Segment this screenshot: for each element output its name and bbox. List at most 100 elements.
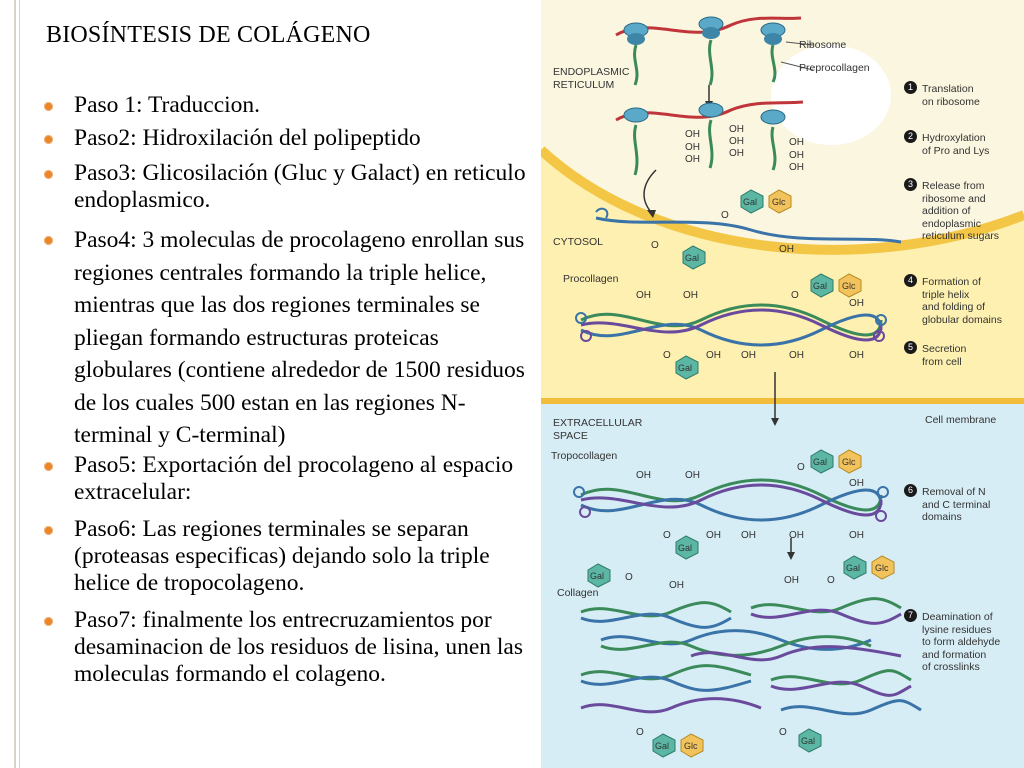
step-number-5: 5 xyxy=(904,341,917,354)
svg-text:OH: OH xyxy=(789,350,804,361)
step-item-3: Paso3: Glicosilación (Gluc y Galact) en … xyxy=(44,160,534,214)
step-number-2: 2 xyxy=(904,130,917,143)
svg-text:OH: OH xyxy=(669,580,684,591)
step-text: Paso5: Exportación del procolageno al es… xyxy=(74,451,514,505)
bullet-icon xyxy=(44,170,53,179)
svg-text:OH: OH xyxy=(685,470,700,481)
svg-text:Gal: Gal xyxy=(678,363,692,373)
step-item-7: Paso7: finalmente los entrecruzamientos … xyxy=(44,607,534,688)
svg-text:O: O xyxy=(663,530,671,541)
svg-text:OH: OH xyxy=(789,150,804,161)
svg-text:OH: OH xyxy=(706,530,721,541)
svg-text:O: O xyxy=(636,727,644,738)
step-item-5: Paso5: Exportación del procolageno al es… xyxy=(44,452,534,506)
svg-text:Glc: Glc xyxy=(842,281,856,291)
step-item-2: Paso2: Hidroxilación del polipeptido xyxy=(44,125,534,152)
figure-step-4: Formation of triple helix and folding of… xyxy=(922,276,1002,326)
procollagen-triple-helix: OH OH O Gal Glc OH O OH OH OH OH Gal xyxy=(575,273,887,380)
white-overlay xyxy=(771,45,891,145)
svg-text:O: O xyxy=(663,350,671,361)
bullet-icon xyxy=(44,135,53,144)
svg-text:OH: OH xyxy=(789,530,804,541)
ribosome-label: Ribosome xyxy=(799,39,847,51)
step-text: Paso 1: Traduccion. xyxy=(74,92,261,118)
bullet-icon xyxy=(44,102,53,111)
ribosome-row-1 xyxy=(615,16,814,86)
svg-text:Gal: Gal xyxy=(685,253,699,263)
svg-text:OH: OH xyxy=(685,142,700,153)
step-text: Paso4: 3 moleculas de procolageno enroll… xyxy=(74,227,525,448)
svg-text:Gal: Gal xyxy=(655,741,669,751)
slide-border xyxy=(14,0,16,768)
er-membrane xyxy=(541,146,1024,255)
svg-text:O: O xyxy=(651,240,659,251)
svg-text:Gal: Gal xyxy=(743,197,757,207)
figure-step-6: Removal of N and C terminal domains xyxy=(922,486,991,523)
bullet-icon xyxy=(44,236,53,245)
svg-text:Gal: Gal xyxy=(590,571,604,581)
svg-text:OH: OH xyxy=(849,530,864,541)
step-item-1: Paso 1: Traduccion. xyxy=(44,92,534,119)
step-number-3: 3 xyxy=(904,178,917,191)
svg-text:OH: OH xyxy=(789,137,804,148)
svg-text:OH: OH xyxy=(685,129,700,140)
step-number-1: 1 xyxy=(904,81,917,94)
step-text: Paso6: Las regiones terminales se separa… xyxy=(74,515,490,596)
figure-step-5: Secretion from cell xyxy=(922,343,967,368)
steps-list: Paso 1: Traduccion. Paso2: Hidroxilación… xyxy=(44,92,534,688)
svg-text:Glc: Glc xyxy=(772,197,786,207)
bullet-icon xyxy=(44,616,53,626)
svg-text:Gal: Gal xyxy=(846,563,860,573)
collagen-label: Collagen xyxy=(557,587,599,599)
svg-text:OH: OH xyxy=(849,298,864,309)
cell-membrane-label: Cell membrane xyxy=(925,414,997,426)
er-label: ENDOPLASMIC RETICULUM xyxy=(553,66,630,91)
step-item-6: Paso6: Las regiones terminales se separa… xyxy=(44,516,534,597)
svg-text:Gal: Gal xyxy=(813,457,827,467)
svg-text:OH: OH xyxy=(784,575,799,586)
procollagen-strand: O Gal Glc O Gal OH xyxy=(595,189,902,270)
svg-text:O: O xyxy=(827,575,835,586)
svg-text:OH: OH xyxy=(849,478,864,489)
svg-text:OH: OH xyxy=(741,350,756,361)
svg-text:OH: OH xyxy=(789,162,804,173)
bullet-icon xyxy=(44,525,53,535)
figure-step-7: Deamination of lysine residues to form a… xyxy=(922,611,1001,673)
svg-text:OH: OH xyxy=(636,470,651,481)
svg-text:OH: OH xyxy=(706,350,721,361)
bullet-icon xyxy=(44,461,53,471)
svg-text:OH: OH xyxy=(849,350,864,361)
svg-text:OH: OH xyxy=(729,136,744,147)
svg-text:O: O xyxy=(797,462,805,473)
figure-step-2: Hydroxylation of Pro and Lys xyxy=(922,132,990,157)
svg-text:Gal: Gal xyxy=(678,543,692,553)
tropocollagen-label: Tropocollagen xyxy=(551,450,618,462)
figure-step-1: Translation on ribosome xyxy=(922,83,980,108)
step-number-7: 7 xyxy=(904,609,917,622)
svg-text:O: O xyxy=(721,210,729,221)
svg-text:OH: OH xyxy=(683,290,698,301)
svg-text:OH: OH xyxy=(685,154,700,165)
step-text: Paso7: finalmente los entrecruzamientos … xyxy=(74,606,524,687)
svg-text:Gal: Gal xyxy=(813,281,827,291)
procollagen-label: Procollagen xyxy=(563,273,619,285)
slide-border-inner xyxy=(19,0,20,768)
preprocollagen-label: Preprocollagen xyxy=(799,62,870,74)
step-item-4: Paso4: 3 moleculas de procolageno enroll… xyxy=(44,224,534,452)
step-text: Paso3: Glicosilación (Gluc y Galact) en … xyxy=(74,160,526,213)
cytosol-region xyxy=(541,150,1024,400)
svg-text:Gal: Gal xyxy=(801,736,815,746)
svg-text:Glc: Glc xyxy=(842,457,856,467)
step-number-4: 4 xyxy=(904,274,917,287)
svg-text:OH: OH xyxy=(741,530,756,541)
svg-text:Glc: Glc xyxy=(875,563,889,573)
svg-text:O: O xyxy=(625,572,633,583)
svg-text:O: O xyxy=(779,727,787,738)
svg-text:OH: OH xyxy=(636,290,651,301)
slide-title: BIOSÍNTESIS DE COLÁGENO xyxy=(46,22,371,48)
svg-text:OH: OH xyxy=(779,244,794,255)
svg-text:Glc: Glc xyxy=(684,741,698,751)
step-text: Paso2: Hidroxilación del polipeptido xyxy=(74,125,421,151)
